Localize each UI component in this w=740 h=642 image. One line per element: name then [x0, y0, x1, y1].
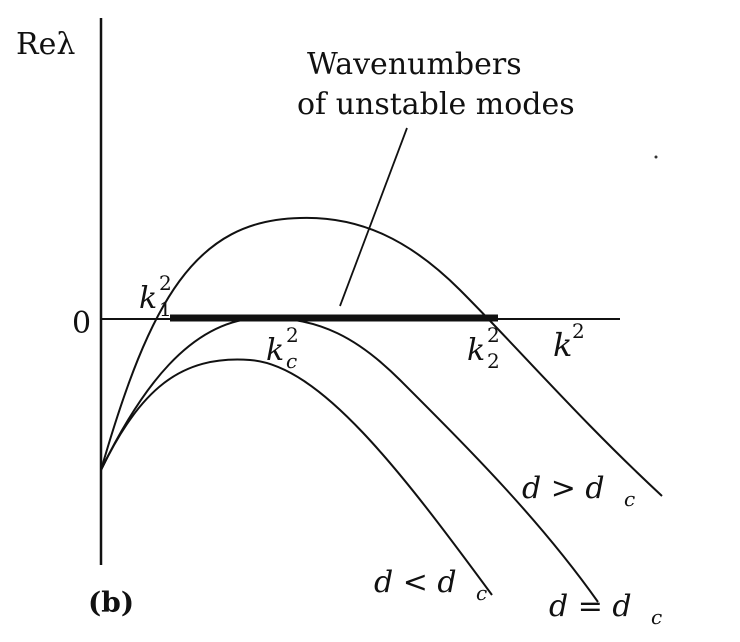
annotation-line-2: of unstable modes: [297, 87, 575, 122]
label-d-greater-dc: d > d c: [522, 471, 635, 511]
k2-squared-label: k 2 2: [467, 323, 500, 373]
svg-text:d < d: d < d: [374, 565, 457, 600]
svg-text:c: c: [286, 349, 297, 373]
k1-squared-label: k 2 1: [139, 271, 172, 321]
svg-text:2: 2: [159, 271, 172, 295]
svg-text:2: 2: [572, 319, 585, 343]
curve-d-less-than-dc: [100, 358, 493, 596]
panel-label: (b): [88, 586, 134, 619]
svg-text:d = d: d = d: [549, 589, 632, 624]
curve-d-equal-dc: [100, 316, 599, 603]
annotation-pointer: [339, 127, 408, 307]
svg-text:1: 1: [159, 297, 172, 321]
svg-text:2: 2: [487, 323, 500, 347]
label-d-equal-dc: d = d c: [549, 589, 662, 629]
svg-text:2: 2: [487, 349, 500, 373]
svg-text:2: 2: [286, 323, 299, 347]
kc-squared-label: k 2 c: [266, 323, 299, 373]
svg-text:c: c: [476, 581, 487, 605]
annotation-line-1: Wavenumbers: [307, 47, 522, 82]
svg-text:k: k: [467, 333, 485, 368]
curve-d-greater-than-dc: [100, 216, 663, 497]
svg-text:c: c: [651, 605, 662, 629]
label-d-less-dc: d < d c: [374, 565, 487, 605]
svg-text:c: c: [624, 487, 635, 511]
svg-text:k: k: [553, 326, 572, 364]
svg-text:d > d: d > d: [522, 471, 605, 506]
x-axis-label: k 2: [553, 319, 585, 364]
svg-text:k: k: [266, 333, 284, 368]
zero-label: 0: [72, 306, 91, 341]
y-axis-label: Reλ: [16, 27, 75, 62]
scan-dot: [654, 155, 658, 159]
svg-text:k: k: [139, 281, 157, 316]
